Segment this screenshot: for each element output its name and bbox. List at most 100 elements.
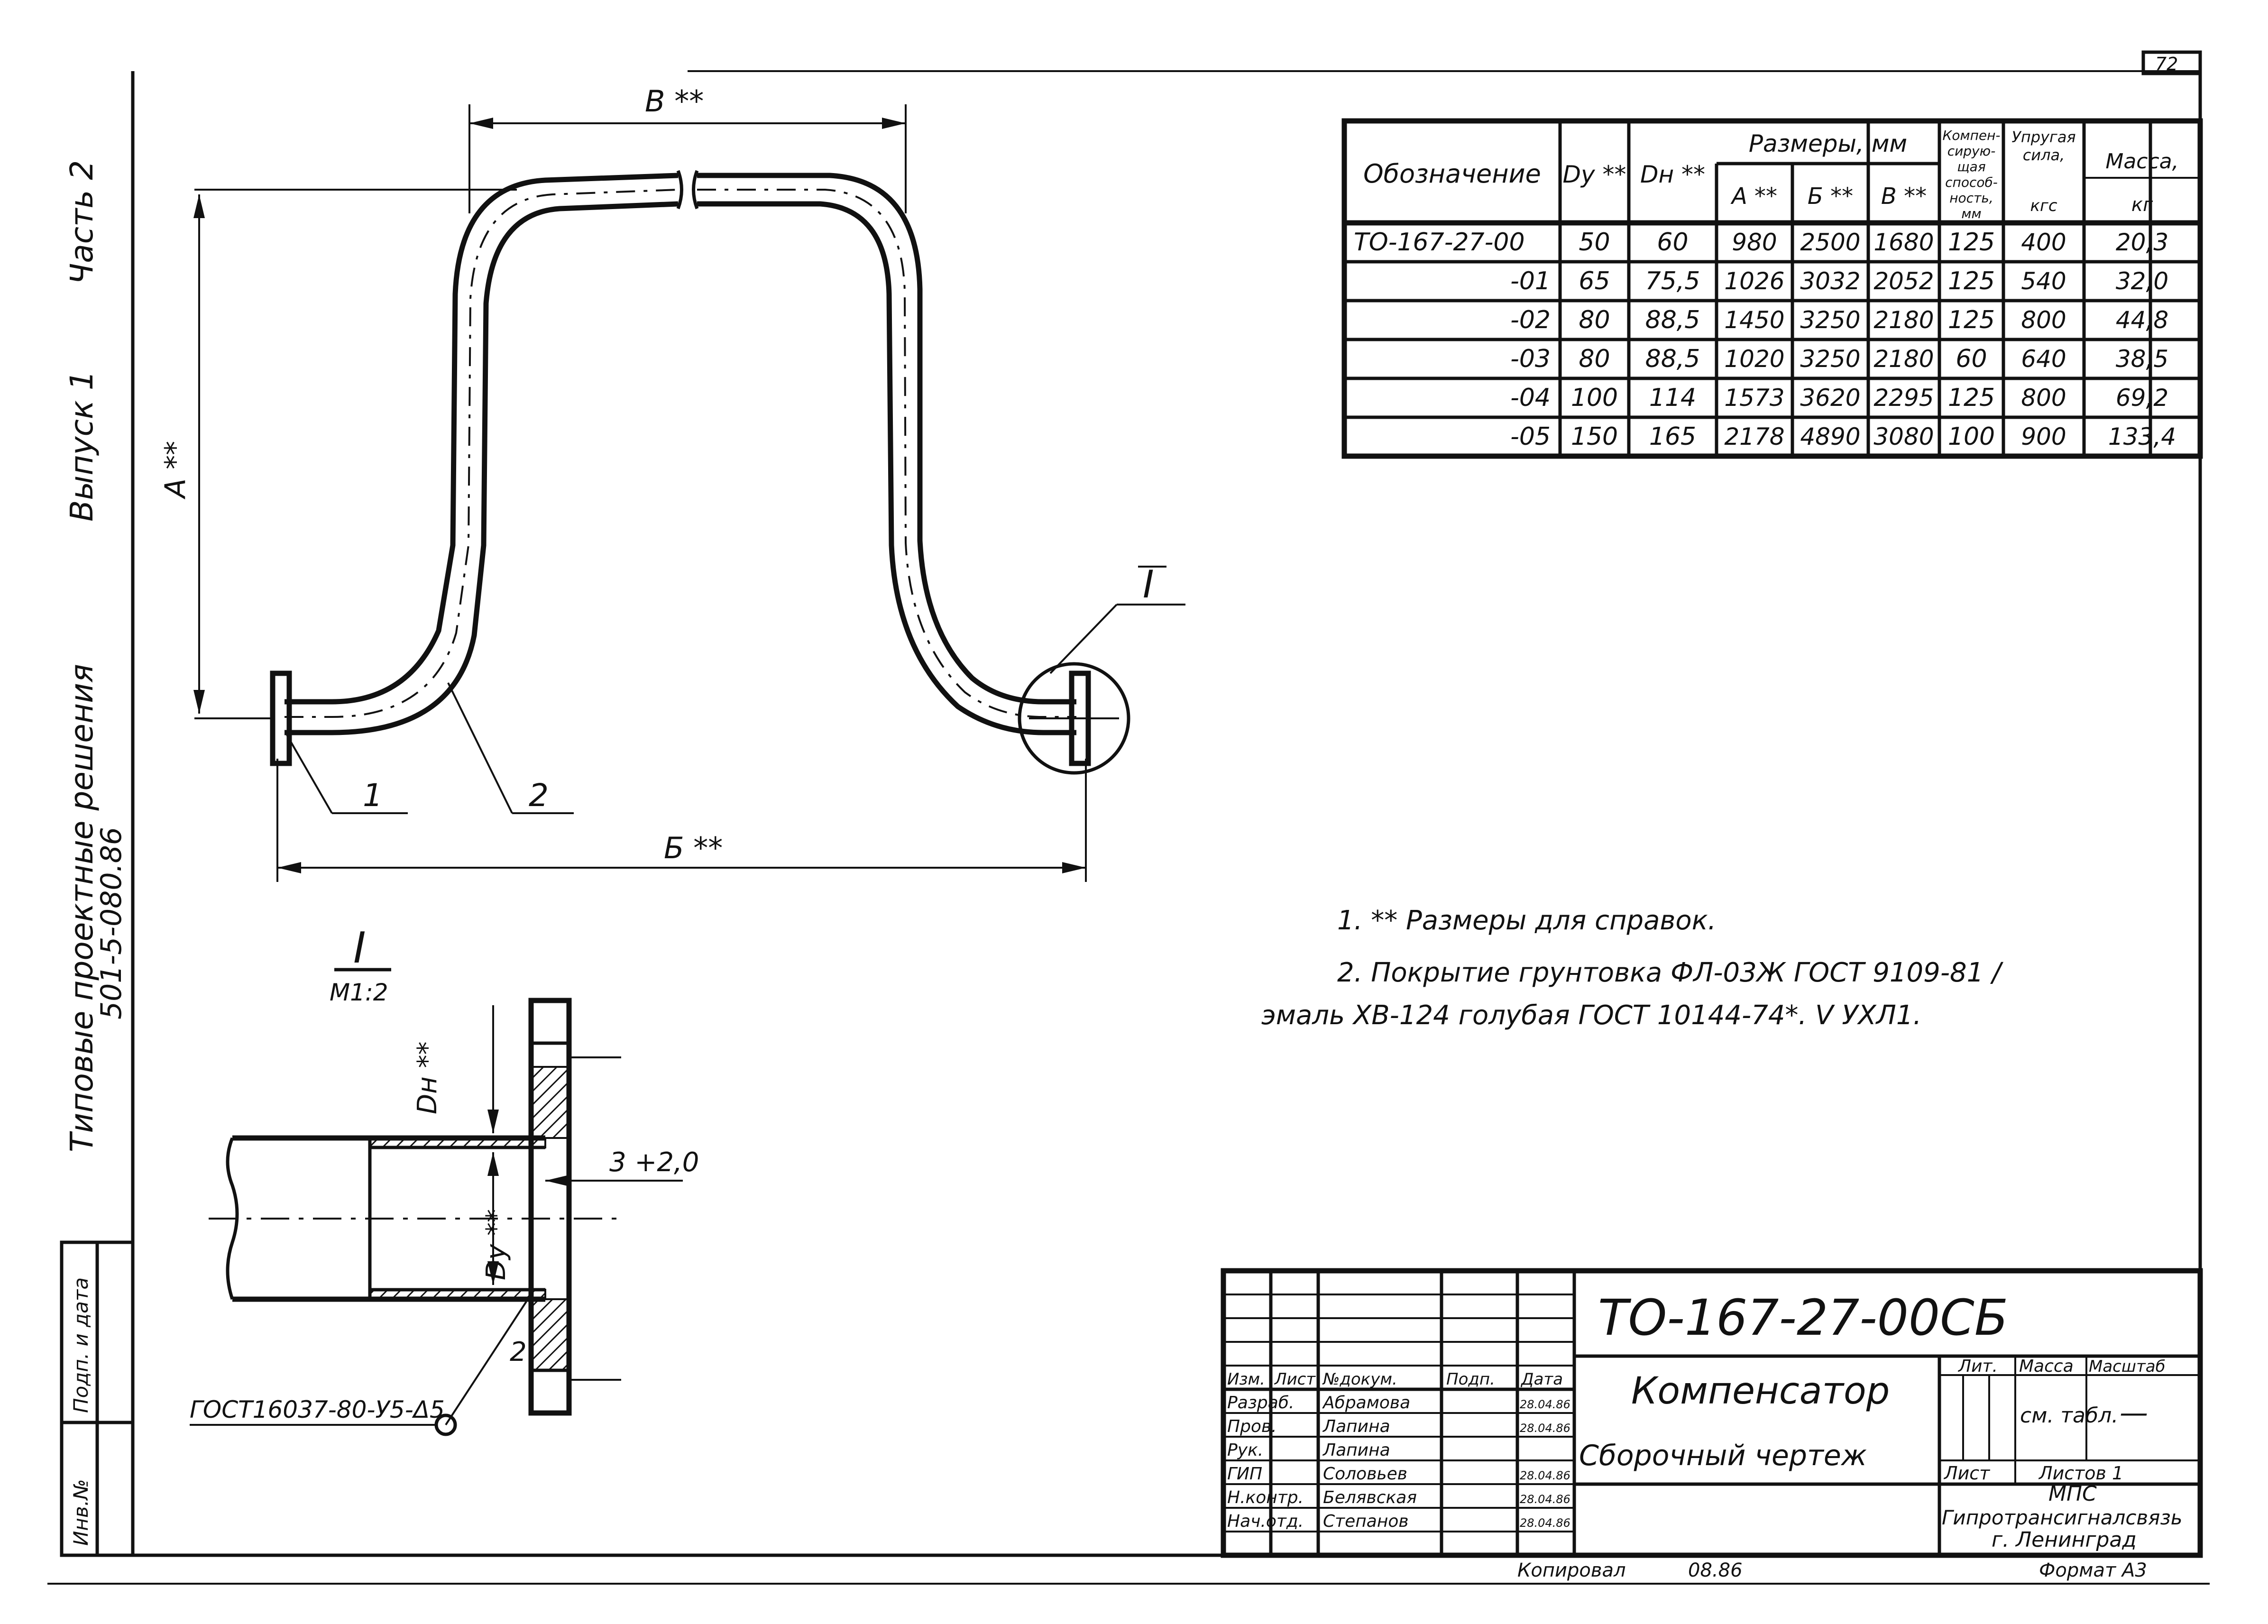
th-comp-line: сирую- [1947,143,1996,159]
td-comp: 125 [1948,267,1995,295]
td-comp: 60 [1956,345,1987,373]
tb-lit: Лит. [1957,1357,1998,1376]
dimension-a: А ** [159,189,517,719]
side-label-line2: 501-5-080.86 [95,827,128,1019]
tb-person-date: 28.04.86 [1520,1398,1570,1411]
dim-a-label: А ** [159,441,192,500]
td-v: 1680 [1873,229,1934,256]
tb-org3: г. Ленинград [1992,1528,2137,1552]
note-1: 1. ** Размеры для справок. [1337,905,1716,936]
td-force: 800 [2021,384,2066,412]
td-b: 3620 [1800,384,1860,412]
tb-person-name: Лапина [1322,1417,1390,1436]
th-comp-line: щая [1957,159,1985,174]
td-a: 1450 [1724,306,1784,334]
tb-person-role: Разраб. [1227,1393,1294,1413]
tb-person-name: Степанов [1323,1512,1409,1531]
tb-person-role: Пров. [1227,1417,1277,1436]
tb-massa: Масса [2019,1357,2074,1376]
detail-scale: М1:2 [330,979,388,1006]
tb-format: Формат А3 [2039,1560,2147,1581]
th-force-unit: кгс [2030,196,2057,215]
td-comp: 100 [1948,422,1995,451]
compensator-pipe [285,170,1076,735]
tb-doc-type: Сборочный чертеж [1579,1439,1867,1472]
title-block: Изм. Лист №докум. Подп. Дата Разраб.Абра… [1221,1268,2203,1581]
td-a: 1573 [1724,384,1784,412]
tb-copied: Копировал [1517,1560,1626,1581]
tb-person-name: Соловьев [1323,1464,1407,1484]
td-force: 640 [2021,345,2066,373]
tb-list: Лист [1943,1463,1991,1484]
td-a: 1020 [1724,345,1784,373]
td-b: 3250 [1800,345,1860,373]
td-mass: 44,8 [2116,306,2168,334]
tb-code: ТО-167-27-00СБ [1598,1289,2008,1347]
th-v: В ** [1881,183,1927,210]
tb-person-role: Н.контр. [1227,1488,1304,1507]
th-comp-line: мм [1961,206,1981,221]
td-dn: 75,5 [1645,267,1700,295]
td-dy: 80 [1579,345,1610,373]
tb-copied-date: 08.86 [1688,1560,1743,1581]
td-b: 3250 [1800,306,1860,334]
dim-b-top-label: В ** [645,84,704,119]
th-comp-line: способ- [1945,174,1998,190]
td-v: 2180 [1873,345,1934,373]
detail-circle [1018,662,1130,775]
tb-person-date: 28.04.86 [1520,1469,1570,1482]
th-sizes: Размеры, мм [1749,130,1907,157]
tb-name: Компенсатор [1631,1370,1890,1413]
th-dn: Dн ** [1640,161,1705,188]
view-mark-label: I [1143,562,1154,606]
td-a: 1026 [1724,267,1784,295]
tb-person-date: 28.04.86 [1520,1422,1570,1435]
td-dn: 165 [1649,422,1696,451]
detail-view: I М1:2 Dн ** Dу ** 3 +2,0 [190,923,699,1436]
notes: 1. ** Размеры для справок. 2. Покрытие г… [1261,905,2003,1031]
th-mass-unit: кг [2131,194,2153,216]
side-label: Типовые проектные решения 501-5-080.86 В… [64,160,128,1152]
tb-person-role: Рук. [1227,1440,1263,1460]
td-designation: -01 [1510,267,1551,295]
tb-scale-value: — [2120,1396,2148,1430]
td-b: 2500 [1800,229,1860,256]
tb-person-date: 28.04.86 [1520,1493,1570,1506]
note-3: эмаль ХВ-124 голубая ГОСТ 10144-74*. V У… [1261,1000,1921,1031]
td-mass: 20,3 [2116,229,2168,256]
td-dy: 50 [1579,228,1610,257]
tb-masshtab: Масштаб [2089,1357,2166,1376]
td-a: 980 [1732,229,1777,256]
detail-gap-label: 3 +2,0 [609,1147,699,1178]
td-dn: 114 [1649,384,1696,412]
td-v: 2295 [1873,384,1934,412]
side-label-line1: Типовые проектные решения [64,664,100,1152]
td-dy: 100 [1571,384,1618,412]
side-label-chast: Часть 2 [64,160,100,284]
item-1-label: 1 [363,777,383,814]
th-a: А ** [1730,183,1777,210]
td-b: 3032 [1800,267,1860,295]
td-designation: -04 [1510,384,1551,412]
td-dy: 150 [1571,422,1618,451]
td-a: 2178 [1724,423,1784,450]
td-dn: 60 [1657,228,1688,257]
tb-person-date: 28.04.86 [1520,1516,1570,1530]
item-2-label: 2 [529,777,549,814]
tb-person-name: Белявская [1323,1488,1417,1507]
td-designation: -03 [1510,345,1551,373]
left-stamp: Инв.№ Подп. и дата [60,1240,135,1557]
td-mass: 69,2 [2116,384,2168,412]
td-dn: 88,5 [1645,345,1700,373]
td-designation: -02 [1510,306,1551,334]
td-designation: -05 [1510,422,1551,451]
th-b: Б ** [1808,183,1853,210]
td-force: 400 [2021,229,2066,256]
tb-col-doc: №докум. [1322,1370,1397,1389]
tb-col-izm: Изм. [1227,1370,1265,1389]
tb-org2: Гипротрансигналсвязь [1942,1506,2183,1529]
dimension-b-top: В ** [468,84,907,213]
